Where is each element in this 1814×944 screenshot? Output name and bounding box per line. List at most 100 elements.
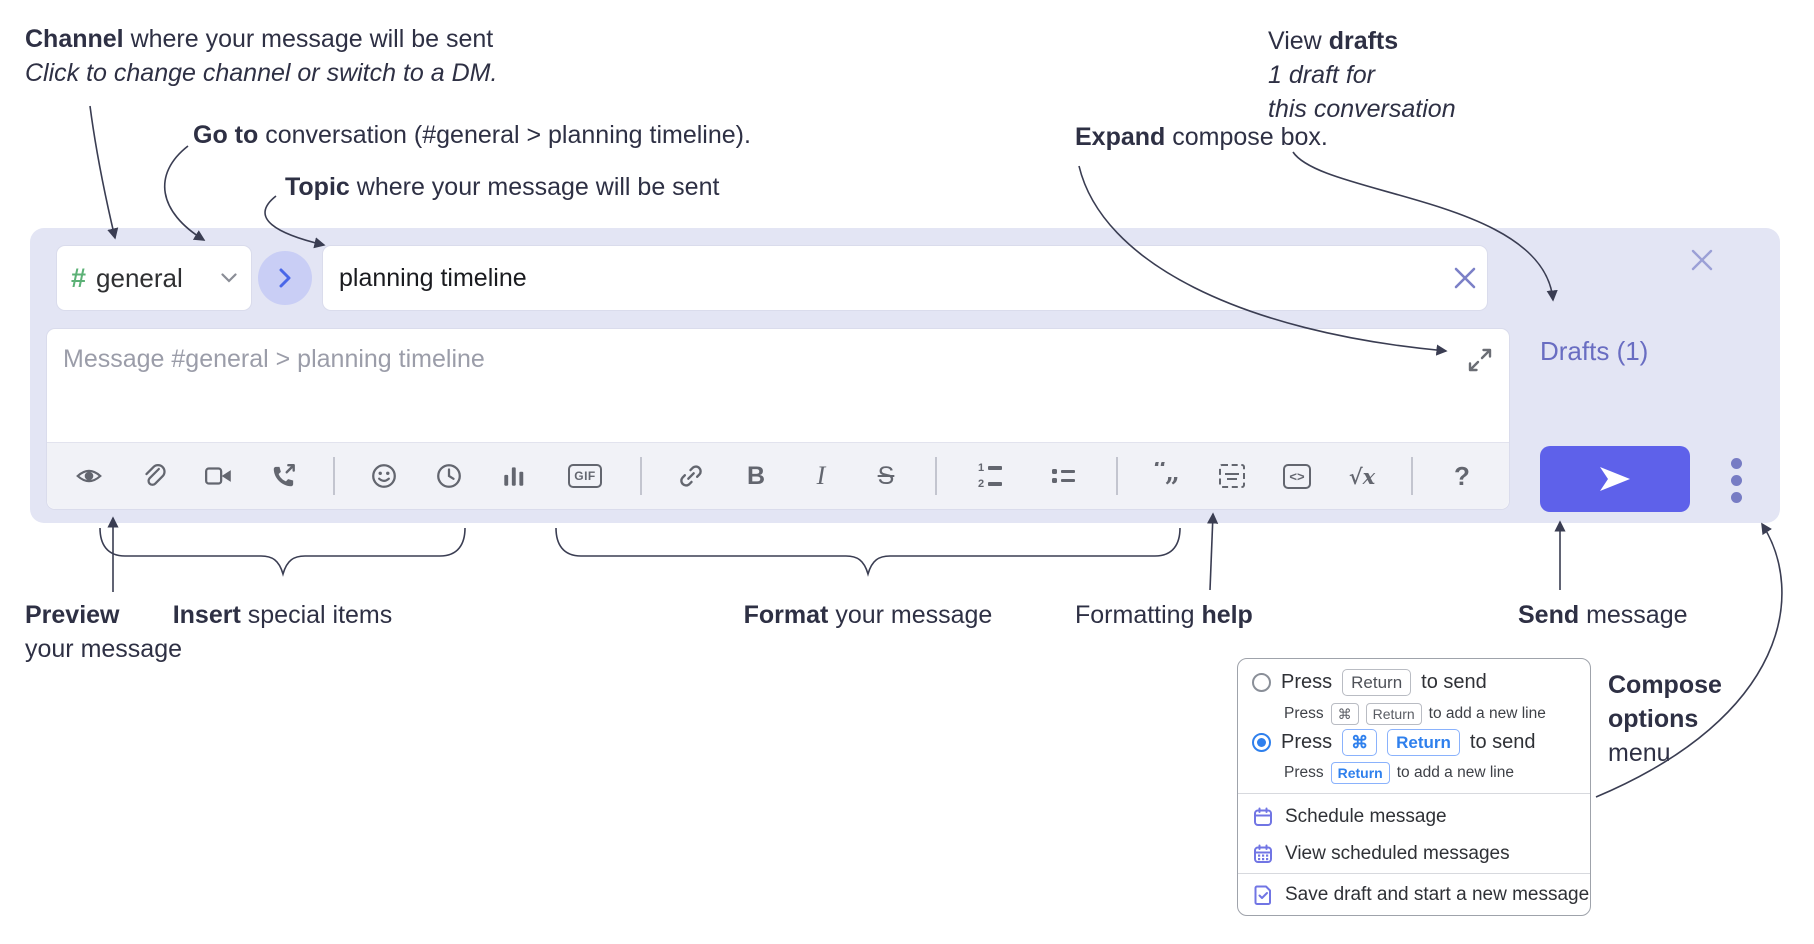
italic-button[interactable]: I — [805, 458, 837, 494]
code-icon: <> — [1283, 463, 1311, 489]
emoji-button[interactable] — [368, 458, 400, 494]
phone-outgoing-icon — [273, 464, 295, 487]
close-compose-button[interactable] — [1682, 240, 1722, 280]
close-icon — [1454, 267, 1476, 289]
message-compose-area: GIF B I S — [46, 328, 1510, 510]
annotation-insert: Insert special items — [100, 598, 465, 632]
gif-button[interactable]: GIF — [563, 458, 607, 494]
radio-selected-icon[interactable] — [1252, 733, 1271, 752]
return-key: Return — [1387, 729, 1460, 756]
message-input[interactable] — [47, 329, 1463, 415]
return-key: Return — [1330, 762, 1390, 784]
cmd-key: ⌘ — [1342, 729, 1378, 756]
numbered-list-button[interactable]: 1 2 — [970, 458, 1010, 494]
chevron-right-icon — [279, 268, 291, 288]
clear-topic-button[interactable] — [1443, 256, 1487, 300]
quote-button[interactable]: “ „ — [1151, 458, 1183, 494]
connector-help — [1207, 512, 1219, 591]
chain-link-icon — [680, 465, 702, 487]
compose-toolbar: GIF B I S — [47, 442, 1509, 509]
annotation-topic-bold: Topic — [285, 173, 350, 201]
message-formatting-help-button[interactable]: ? — [1446, 458, 1478, 494]
poll-button[interactable] — [498, 458, 530, 494]
document-check-icon — [1254, 885, 1271, 905]
annotation-goto-bold: Go to — [193, 121, 259, 149]
brace-insert — [99, 527, 466, 577]
opt1-press: Press — [1281, 671, 1333, 693]
menu-item-label: View scheduled messages — [1285, 843, 1510, 864]
bold-button[interactable]: B — [740, 458, 772, 494]
annotation-help-pre: Formatting — [1075, 601, 1202, 629]
opt2-press: Press — [1281, 731, 1333, 753]
annotation-insert-bold: Insert — [172, 601, 241, 629]
annotation-goto: Go to conversation (#general > planning … — [193, 118, 751, 152]
spoiler-icon — [1219, 464, 1245, 488]
annotation-help: Formatting help — [1075, 598, 1253, 632]
menu-item-save-draft[interactable]: Save draft and start a new message — [1252, 877, 1589, 913]
annotation-topic-rest: where your message will be sent — [349, 173, 720, 201]
paperclip-icon — [145, 464, 166, 486]
smiley-icon — [372, 464, 396, 488]
annotation-preview-bold: Preview — [25, 601, 120, 629]
channel-hash-icon: # — [71, 262, 87, 293]
audio-call-button[interactable] — [268, 458, 300, 494]
menu-item-schedule-message[interactable]: Schedule message — [1252, 799, 1447, 835]
svg-text:“: “ — [1153, 462, 1168, 485]
menu-item-view-scheduled[interactable]: View scheduled messages — [1252, 836, 1510, 872]
popup-divider — [1238, 873, 1590, 874]
popup-divider — [1238, 793, 1590, 794]
chevron-down-icon — [221, 273, 237, 283]
option-enter-to-send-subtext: Press ⌘ Return to add a new line — [1284, 703, 1546, 725]
code-button[interactable]: <> — [1281, 458, 1313, 494]
channel-selector[interactable]: # general — [56, 245, 252, 311]
send-arrow-icon — [1600, 467, 1630, 491]
link-button[interactable] — [675, 458, 707, 494]
annotation-preview-line2: your message — [25, 635, 183, 663]
calendar-grid-icon — [1254, 844, 1272, 863]
global-time-button[interactable] — [433, 458, 465, 494]
topic-input[interactable] — [323, 263, 1443, 293]
annotation-insert-rest: special items — [240, 601, 393, 629]
connector-goto — [163, 145, 206, 241]
calendar-icon — [1254, 807, 1272, 826]
sub2-tail: to add a new line — [1396, 764, 1514, 781]
annotation-topic: Topic where your message will be sent — [285, 170, 719, 204]
annotation-channel-line2: Click to change channel or switch to a D… — [25, 59, 498, 87]
annotation-drafts-bold: drafts — [1328, 27, 1399, 55]
expand-diagonal-icon — [1468, 348, 1492, 372]
annotation-send-bold: Send — [1518, 601, 1580, 629]
drafts-link[interactable]: Drafts (1) — [1540, 336, 1649, 366]
video-call-button[interactable] — [203, 458, 235, 494]
go-to-conversation-button[interactable] — [258, 251, 312, 305]
strikethrough-button[interactable]: S — [870, 458, 902, 494]
expand-compose-button[interactable] — [1463, 343, 1497, 377]
bold-icon: B — [746, 461, 766, 490]
attach-file-button[interactable] — [138, 458, 170, 494]
annotation-expand-bold: Expand — [1075, 123, 1166, 151]
compose-options-menu-button[interactable] — [1716, 456, 1756, 504]
preview-message-button[interactable] — [73, 458, 105, 494]
annotation-format-bold: Format — [743, 601, 829, 629]
send-button[interactable] — [1540, 446, 1690, 512]
math-button[interactable]: √x — [1346, 458, 1378, 494]
quote-icon: “ „ — [1153, 462, 1180, 488]
option-enter-to-send[interactable]: Press Return to send — [1252, 669, 1487, 696]
return-key: Return — [1342, 669, 1412, 696]
toolbar-divider — [333, 457, 335, 495]
option-cmd-enter-to-send[interactable]: Press ⌘ Return to send — [1252, 729, 1536, 756]
annotation-compose-options-line3: menu — [1608, 739, 1671, 767]
toolbar-divider — [640, 457, 642, 495]
annotation-send-rest: message — [1579, 601, 1688, 629]
toolbar-divider — [935, 457, 937, 495]
spoiler-button[interactable] — [1216, 458, 1248, 494]
annotation-channel-rest: where your message will be sent — [123, 25, 494, 53]
dot — [1730, 491, 1742, 503]
bulleted-list-button[interactable] — [1043, 458, 1083, 494]
radio-unselected-icon[interactable] — [1252, 673, 1271, 692]
annotation-format: Format your message — [668, 598, 1068, 632]
gif-icon: GIF — [568, 464, 602, 488]
connector-channel — [89, 105, 119, 240]
annotation-channel-bold: Channel — [25, 25, 124, 53]
annotation-view-drafts: View drafts 1 draft for this conversatio… — [1268, 24, 1456, 126]
